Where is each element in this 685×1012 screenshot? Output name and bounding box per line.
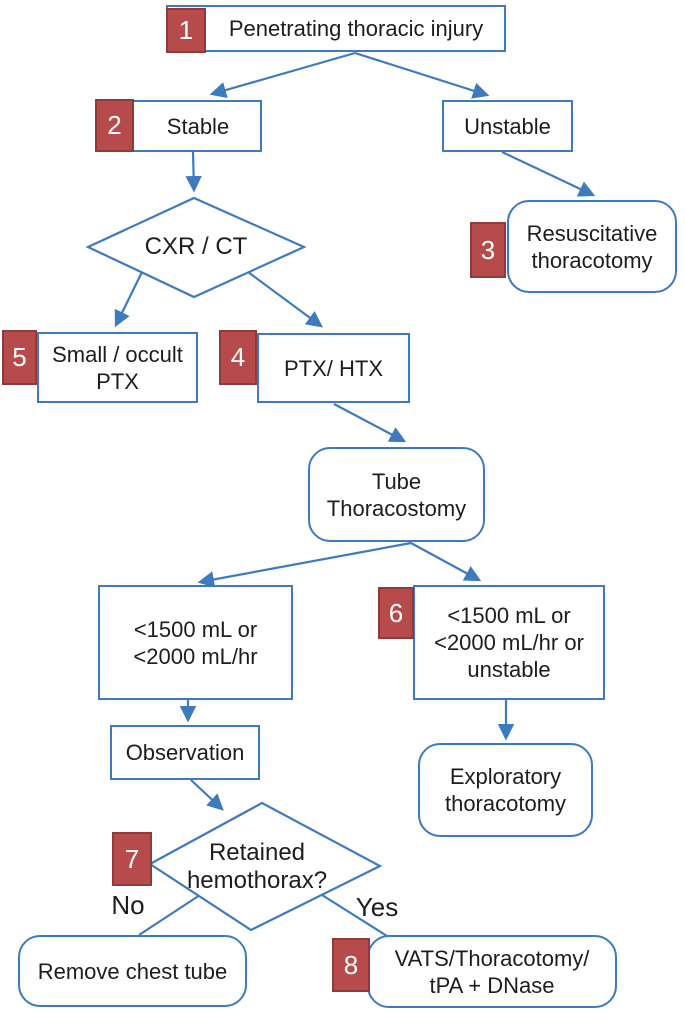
arrow-cxr-to-ptx-htx	[247, 271, 323, 328]
badge-1: 1	[166, 8, 206, 53]
badge-3: 3	[470, 222, 506, 278]
decision-retained-shape	[147, 801, 383, 932]
arrow-tube-to-low-volume	[197, 541, 412, 588]
decision-cxr-ct-label: CXR / CT	[144, 233, 248, 260]
arrow-injury-to-stable	[209, 51, 356, 99]
arrow-observation-to-retained	[190, 779, 224, 811]
node-remove-chest-tube: Remove chest tube	[18, 935, 247, 1007]
arrow-injury-to-unstable	[354, 51, 490, 99]
node-unstable: Unstable	[442, 100, 573, 152]
decision-retained-hemothorax-label: Retained hemothorax?	[186, 839, 328, 894]
arrow-ptx-to-tube	[333, 403, 407, 443]
node-observation: Observation	[110, 725, 260, 780]
decision-cxr-ct-shape	[85, 196, 307, 299]
badge-7: 7	[112, 832, 152, 886]
badge-4: 4	[219, 330, 257, 385]
arrow-cxr-to-small-ptx	[114, 271, 143, 328]
node-stable: Stable	[122, 100, 262, 152]
node-exploratory-thoracotomy: Exploratory thoracotomy	[418, 743, 593, 837]
arrow-stable-to-cxr	[185, 151, 202, 193]
badge-2: 2	[95, 99, 134, 152]
node-penetrating-thoracic-injury: Penetrating thoracic injury	[166, 5, 506, 52]
node-low-volume-criteria: <1500 mL or <2000 mL/hr	[98, 585, 293, 700]
line-retained-yes-branch	[321, 894, 388, 937]
badge-6: 6	[378, 587, 414, 639]
node-resuscitative-thoracotomy: Resuscitative thoracotomy	[507, 200, 677, 293]
node-vats-thoracotomy-tpa-dnase: VATS/Thoracotomy/ tPA + DNase	[367, 935, 617, 1008]
badge-8: 8	[332, 938, 370, 992]
arrow-tube-to-high-volume	[410, 542, 482, 582]
node-small-occult-ptx: Small / occult PTX	[37, 332, 198, 403]
arrow-unstable-to-resus	[501, 151, 596, 197]
node-tube-thoracostomy: Tube Thoracostomy	[308, 447, 485, 542]
branch-label-no: No	[111, 890, 145, 920]
node-ptx-htx: PTX/ HTX	[257, 333, 410, 403]
line-retained-no-branch	[138, 894, 201, 936]
branch-label-yes: Yes	[355, 892, 399, 922]
node-high-volume-criteria: <1500 mL or <2000 mL/hr or unstable	[413, 585, 605, 700]
badge-5: 5	[2, 330, 37, 385]
